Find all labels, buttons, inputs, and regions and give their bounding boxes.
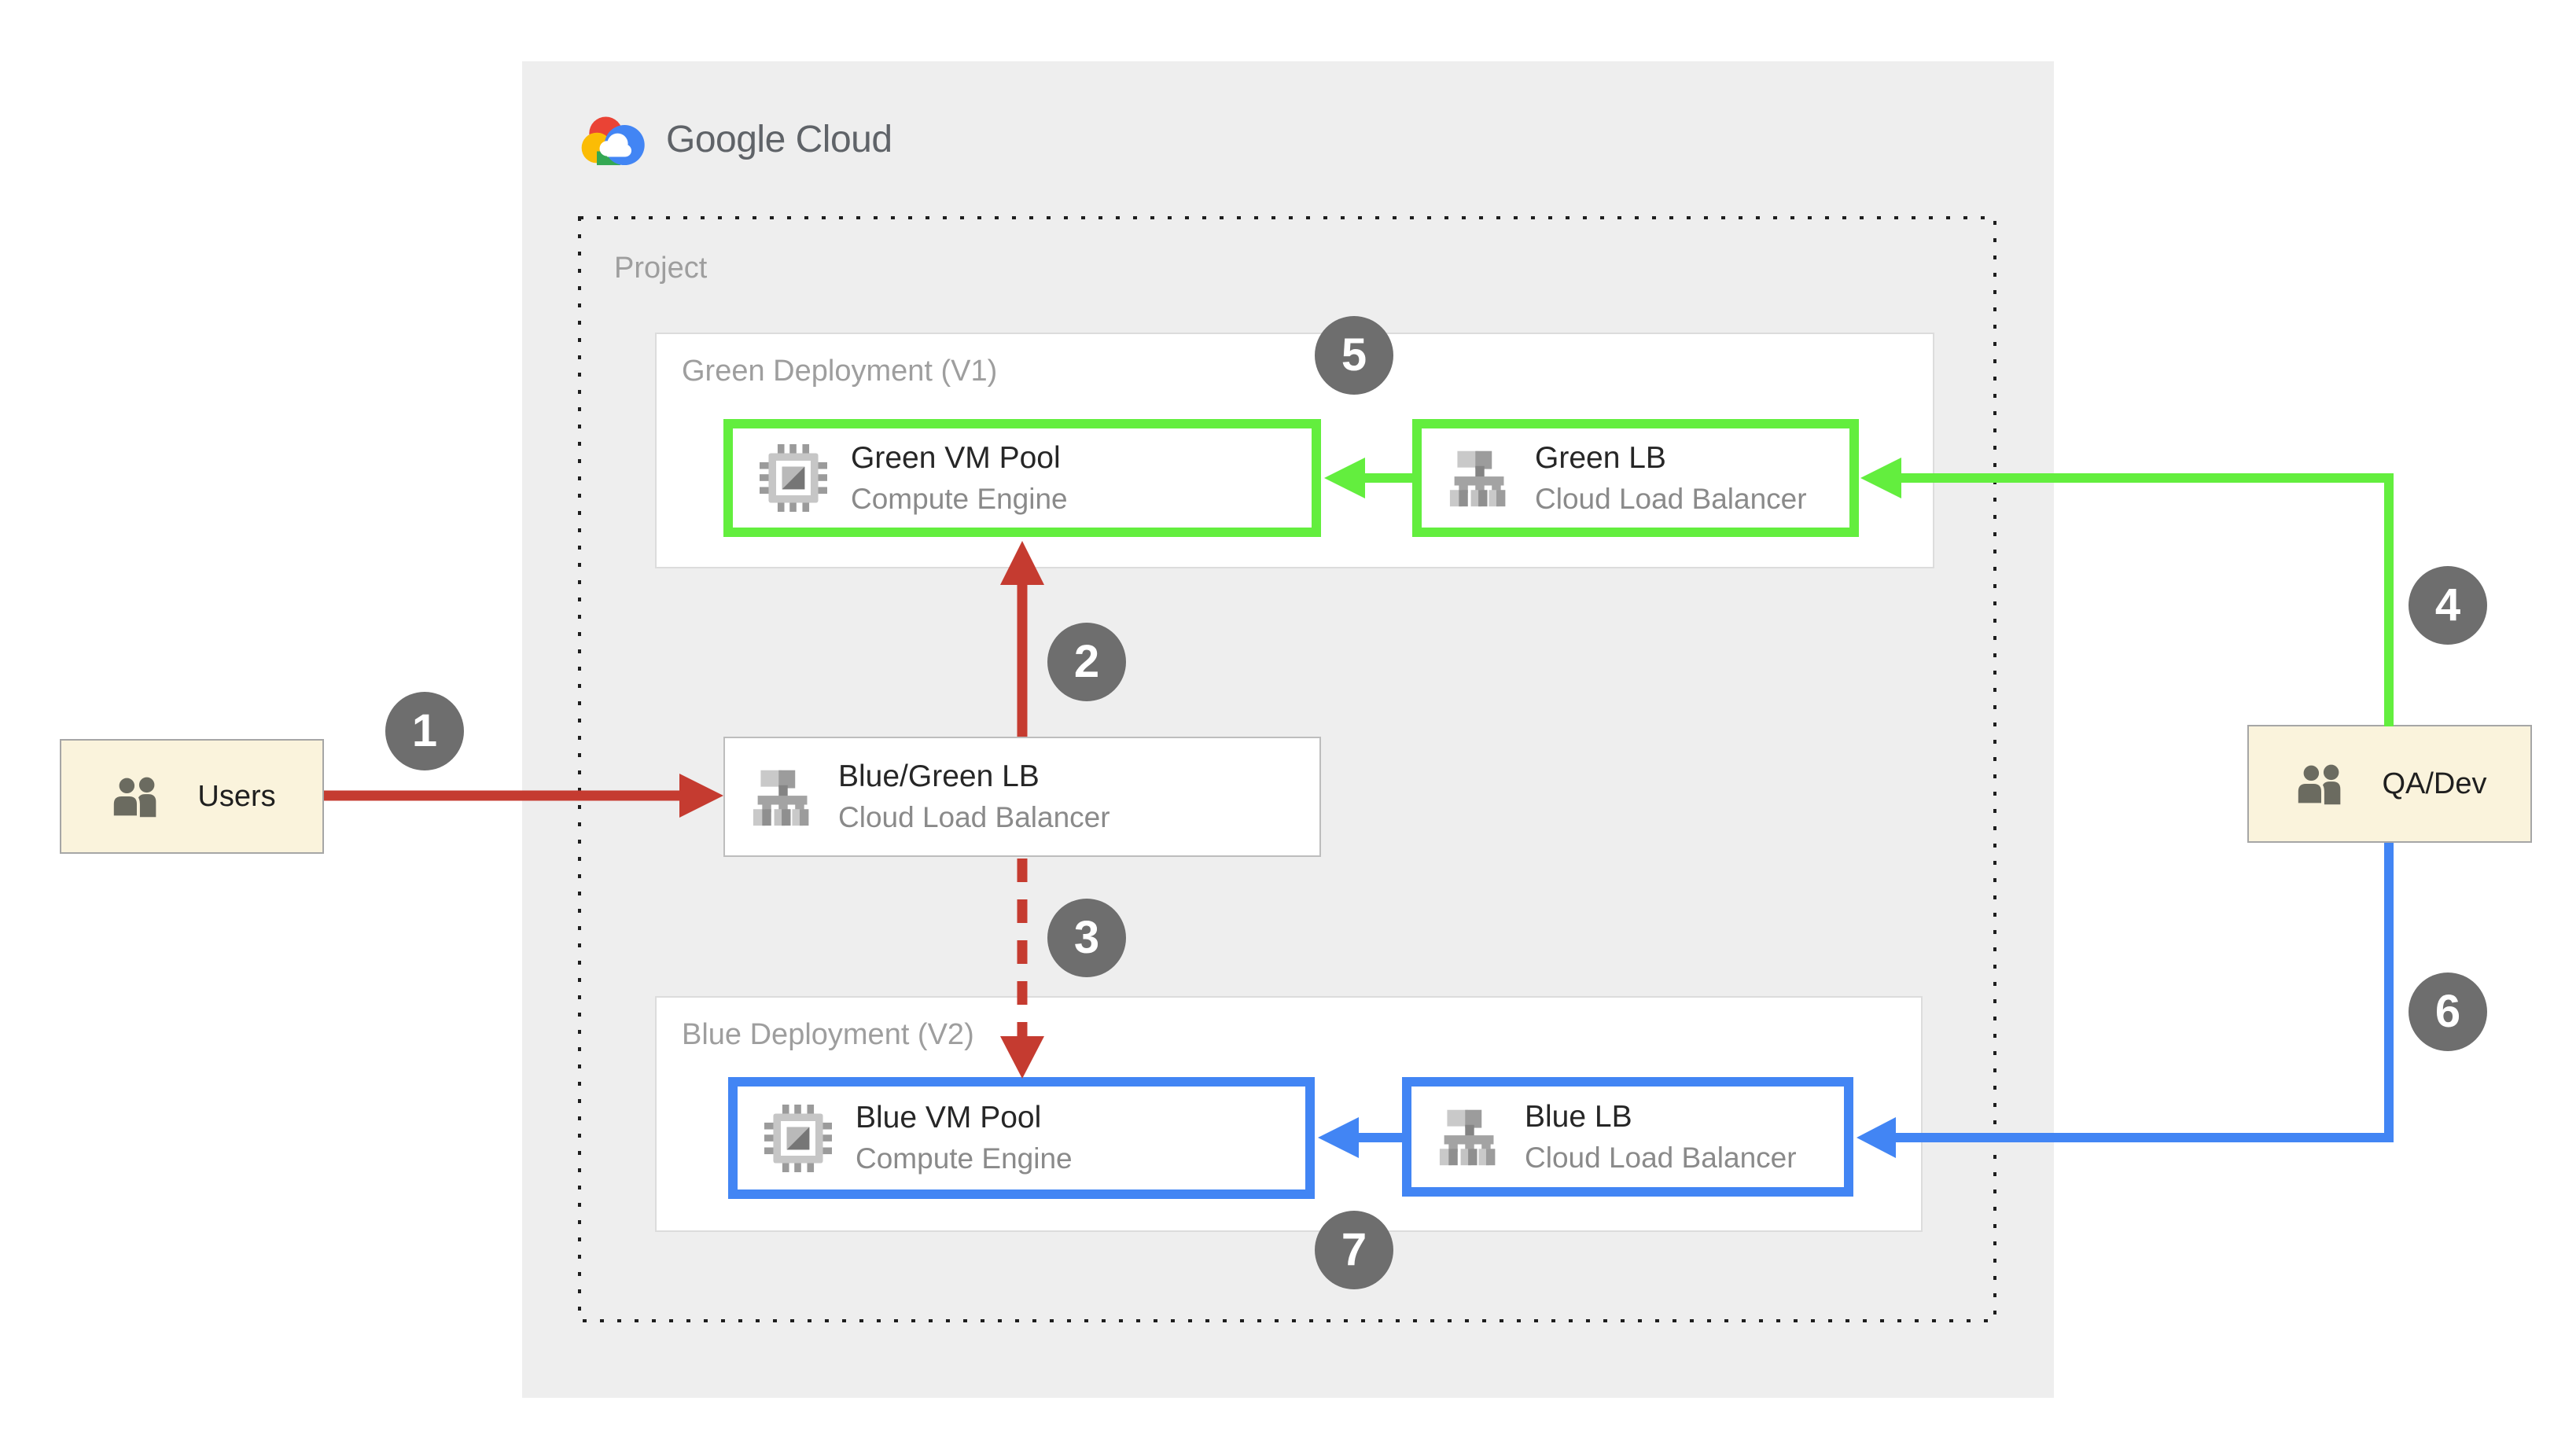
load-balancer-icon [1438,1108,1501,1166]
blue-vm-pool-node: Blue VM Pool Compute Engine [728,1077,1315,1199]
blue-deployment-label: Blue Deployment (V2) [682,1018,974,1051]
users-actor-box: Users [60,739,324,854]
compute-engine-icon [764,1104,832,1172]
qa-dev-label: QA/Dev [2382,767,2487,800]
node-text: Green VM Pool Compute Engine [851,441,1068,516]
node-title: Green LB [1535,440,1666,475]
users-label: Users [197,779,276,813]
step-marker-3: 3 [1047,899,1126,977]
load-balancer-icon [752,768,815,826]
node-title: Blue LB [1525,1099,1632,1134]
node-text: Green LB Cloud Load Balancer [1535,441,1807,516]
step-marker-6: 6 [2409,973,2487,1051]
node-subtitle: Compute Engine [856,1142,1073,1175]
node-text: Blue VM Pool Compute Engine [856,1101,1073,1175]
step-marker-2: 2 [1047,623,1126,701]
compute-engine-icon [760,444,827,512]
node-subtitle: Compute Engine [851,482,1068,515]
green-vm-pool-node: Green VM Pool Compute Engine [723,419,1321,537]
google-cloud-wordmark: Google Cloud [666,118,892,160]
node-title: Blue/Green LB [838,759,1040,793]
node-text: Blue LB Cloud Load Balancer [1525,1100,1797,1175]
node-subtitle: Cloud Load Balancer [1535,482,1807,515]
users-icon [108,775,166,818]
blue-green-lb-node: Blue/Green LB Cloud Load Balancer [723,737,1321,857]
node-text: Blue/Green LB Cloud Load Balancer [838,759,1110,834]
load-balancer-icon [1448,449,1511,507]
step-marker-5: 5 [1315,316,1393,395]
google-cloud-icon [580,112,649,167]
node-title: Blue VM Pool [856,1101,1042,1134]
project-label: Project [614,252,708,285]
green-deployment-label: Green Deployment (V1) [682,355,998,388]
node-subtitle: Cloud Load Balancer [838,801,1110,833]
node-subtitle: Cloud Load Balancer [1525,1141,1797,1174]
green-lb-node: Green LB Cloud Load Balancer [1412,419,1859,537]
step-marker-4: 4 [2409,566,2487,645]
google-cloud-logo: Google Cloud [580,105,892,173]
node-title: Green VM Pool [851,440,1061,475]
step-marker-1: 1 [385,692,464,770]
blue-lb-node: Blue LB Cloud Load Balancer [1402,1077,1853,1197]
users-icon [2292,763,2350,805]
step-marker-7: 7 [1315,1211,1393,1289]
qa-dev-actor-box: QA/Dev [2247,725,2532,843]
